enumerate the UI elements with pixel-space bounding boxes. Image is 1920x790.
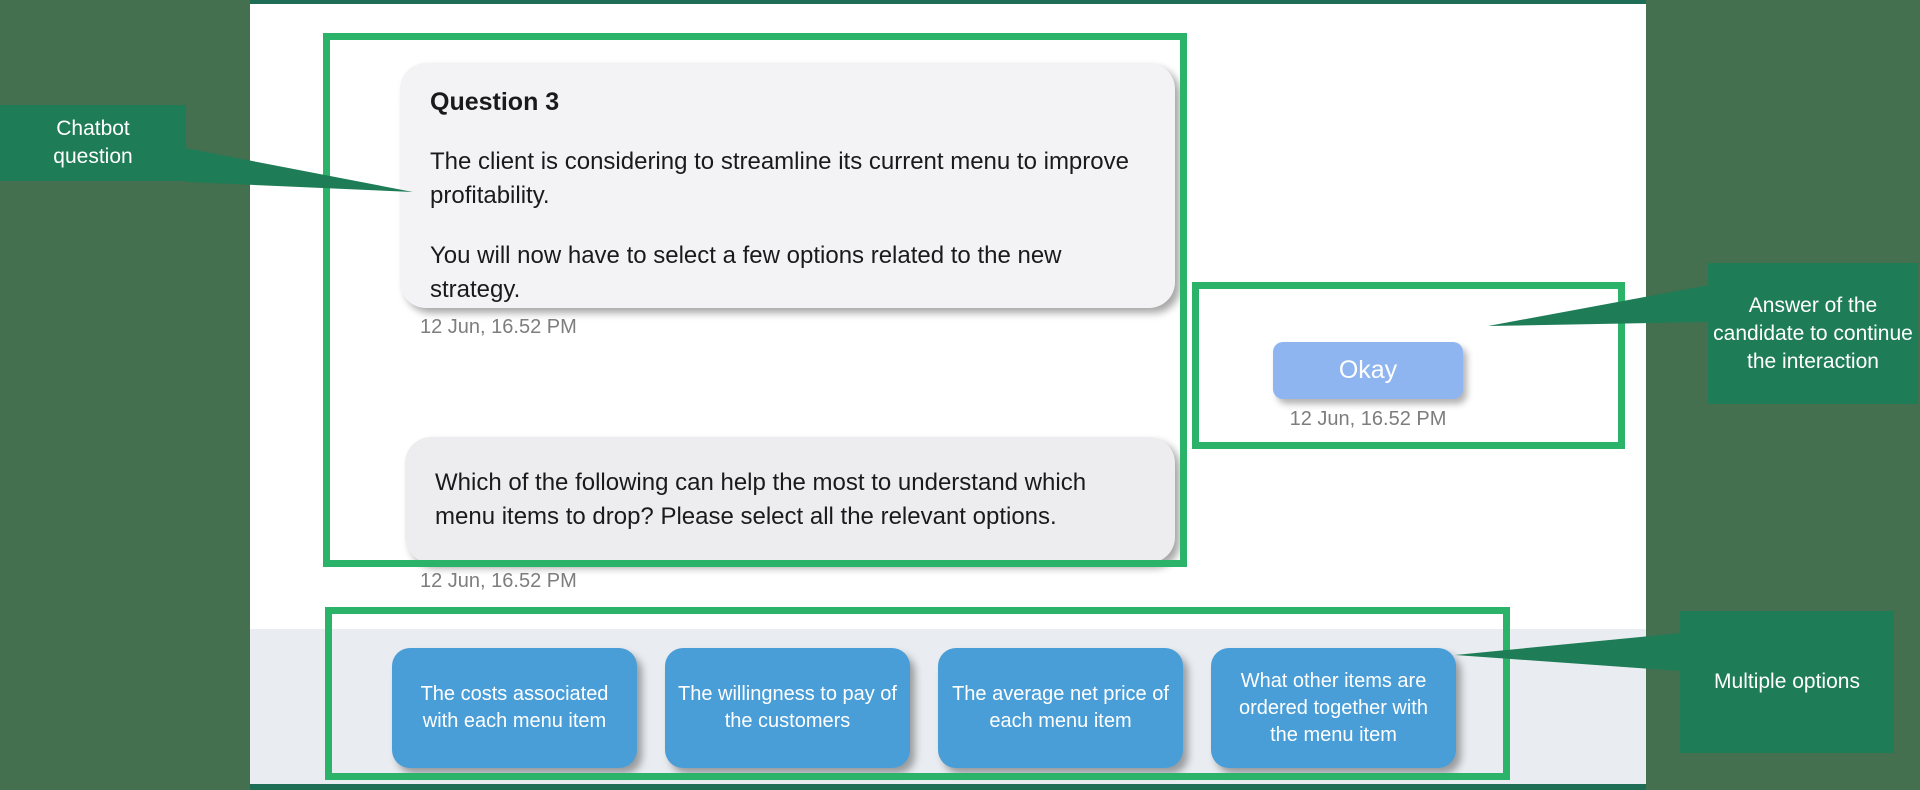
option-button-average-net-price[interactable]: The average net price of each menu item — [938, 648, 1183, 768]
question-paragraph-2: You will now have to select a few option… — [430, 242, 1062, 303]
question-paragraph-1: The client is considering to streamline … — [430, 148, 1129, 209]
highlight-rect-answer — [1192, 282, 1625, 449]
chatbot-question-bubble: Question 3 The client is considering to … — [400, 63, 1175, 308]
annotation-answer: Answer of the candidate to continue the … — [1708, 263, 1918, 404]
highlight-rect-chatbot-question — [323, 33, 1187, 567]
followup-timestamp: 12 Jun, 16.52 PM — [420, 570, 577, 592]
option-button-items-ordered-together[interactable]: What other items are ordered together wi… — [1211, 648, 1456, 768]
question-timestamp: 12 Jun, 16.52 PM — [420, 316, 577, 338]
okay-button[interactable]: Okay — [1273, 342, 1463, 399]
app-top-edge — [250, 0, 1646, 4]
annotation-chatbot-question: Chatbot question — [0, 105, 186, 181]
option-button-costs[interactable]: The costs associated with each menu item — [392, 648, 637, 768]
chatbot-followup-bubble: Which of the following can help the most… — [405, 437, 1175, 563]
app-bottom-edge — [250, 784, 1646, 790]
followup-text: Which of the following can help the most… — [435, 469, 1087, 530]
answer-timestamp: 12 Jun, 16.52 PM — [1289, 408, 1447, 430]
annotation-multiple-options: Multiple options — [1680, 611, 1894, 753]
highlight-rect-options — [325, 607, 1510, 780]
question-title: Question 3 — [430, 88, 560, 116]
option-button-willingness-to-pay[interactable]: The willingness to pay of the customers — [665, 648, 910, 768]
